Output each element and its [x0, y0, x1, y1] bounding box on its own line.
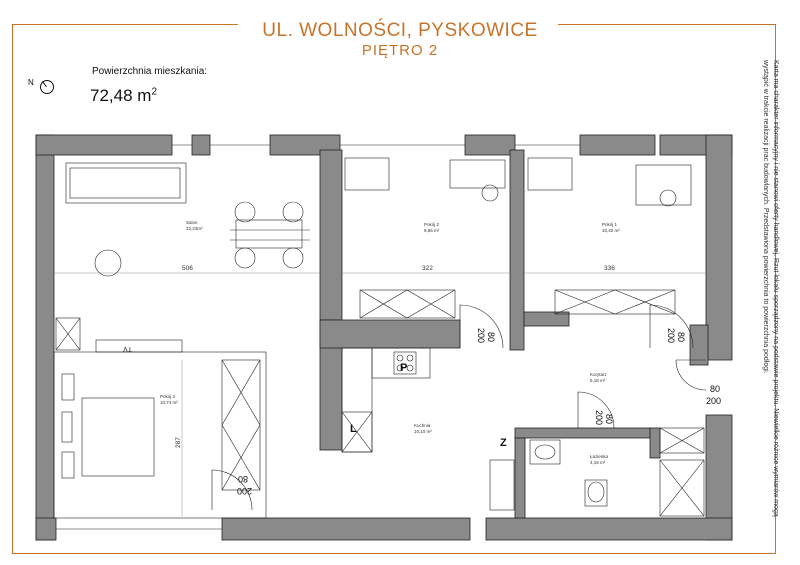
- dim-pokoj3: 287: [175, 437, 182, 448]
- title-gap: [238, 18, 558, 32]
- sofa: [65, 162, 187, 204]
- compass-icon: [40, 80, 54, 94]
- wall-lazienka-top: [514, 427, 651, 439]
- room-name-pokoj3: Pokój 3: [160, 394, 176, 399]
- pokoj1-wardrobe: [554, 289, 676, 315]
- wall-top-5: [579, 134, 656, 156]
- sofa-cushion: [69, 167, 181, 199]
- pokoj2-wardrobe: [359, 289, 456, 319]
- wall-pokoj1-bottom-left: [523, 311, 570, 327]
- door4-width: 80: [604, 414, 614, 424]
- plant: [94, 249, 122, 277]
- wall-pokoj2-pokoj1: [509, 149, 525, 351]
- door3-width: 80: [238, 474, 248, 484]
- room-area-kuchnia: 10,10 m²: [414, 429, 432, 434]
- wall-bottom-1: [35, 517, 57, 541]
- door2-width: 80: [676, 332, 686, 342]
- door5-height: 200: [706, 396, 721, 406]
- wall-bottom-3: [485, 517, 733, 541]
- door-entrance: [675, 359, 707, 391]
- chair-2: [282, 201, 304, 223]
- stove-symbol: P: [400, 362, 407, 374]
- room-area-pokoj2: 9,66 m²: [424, 228, 440, 233]
- wall-right-upper: [705, 134, 733, 361]
- sink: [529, 439, 561, 465]
- dim-pokoj2: 322: [422, 265, 433, 272]
- thin-lines: [53, 144, 707, 530]
- room-name-korytarz: Korytarz: [590, 372, 608, 377]
- korytarz-cabinet: [659, 427, 705, 454]
- door-pokoj3: [211, 469, 253, 511]
- salon-cabinet: [55, 317, 81, 351]
- area-label: Powierzchnia mieszkania:: [92, 66, 208, 77]
- toilet: [584, 479, 608, 507]
- room-name-pokoj2: Pokój 2: [424, 222, 440, 227]
- pokoj1-desk: [635, 164, 692, 206]
- kitchen-counter-left: [341, 347, 373, 453]
- wall-top-4: [464, 134, 516, 156]
- room-name-kuchnia: Kuchnia: [414, 423, 431, 428]
- pokoj3-bed: [81, 397, 155, 477]
- tv-symbol: TV: [123, 345, 132, 352]
- wall-bottom-2: [221, 517, 471, 541]
- appliance-symbols: TV P L Z: [123, 345, 507, 449]
- area-value: 72,48 m2: [90, 86, 157, 105]
- door1-height: 200: [476, 328, 486, 343]
- wall-pokoj1-bottom-right: [689, 324, 709, 366]
- pokoj2-bed: [344, 157, 390, 191]
- door5-width: 80: [710, 384, 720, 394]
- tv-unit: [95, 339, 183, 353]
- door-dimension-labels: 80 200 80 200 80 200 80 200 80 200: [237, 328, 721, 496]
- wall-top-1: [35, 134, 173, 156]
- door-lazienka: [577, 391, 615, 429]
- stove: [393, 351, 417, 375]
- dim-pokoj1: 336: [604, 265, 615, 272]
- wall-left: [35, 134, 55, 541]
- room-area-pokoj1: 10,40 m²: [602, 228, 620, 233]
- door-pokoj2: [459, 304, 504, 349]
- room-area-lazienka: 4,15 m²: [590, 460, 606, 465]
- wardrobe-corridor: [659, 459, 705, 517]
- door3-height: 200: [237, 486, 252, 496]
- wall-top-2: [191, 134, 211, 156]
- wall-kitchen-top: [319, 319, 461, 349]
- street-title: UL. WOLNOŚCI, PYSKOWICE: [262, 20, 538, 41]
- pokoj2-desk: [449, 159, 506, 189]
- compass-label: N: [28, 78, 34, 87]
- wall-lazienka-left: [514, 437, 526, 519]
- chair-1: [234, 201, 256, 223]
- dim-salon: 506: [182, 265, 193, 272]
- pokoj3-outline: [53, 351, 267, 519]
- walls: [35, 134, 733, 541]
- chair-4: [282, 247, 304, 269]
- bath-cabinet: [489, 459, 515, 511]
- pokoj1-bed: [527, 157, 573, 191]
- kitchen-counter-top: [371, 347, 431, 379]
- fridge-symbol: L: [350, 423, 357, 435]
- chair-3: [234, 247, 256, 269]
- door1-width: 80: [486, 332, 496, 342]
- wall-salon-pokoj2: [319, 149, 343, 321]
- room-name-salon: Salon: [186, 220, 198, 225]
- room-name-lazienka: Łazienka: [590, 454, 609, 459]
- room-area-pokoj3: 10,74 m²: [160, 400, 178, 405]
- dimension-labels: 506 322 336 287: [175, 265, 615, 448]
- floor-title: PIĘTRO 2: [361, 42, 439, 59]
- door2-height: 200: [666, 328, 676, 343]
- room-area-salon: 22,23m²: [186, 226, 203, 231]
- room-area-korytarz: 5,16 m²: [590, 378, 606, 383]
- door-pokoj1: [649, 304, 694, 349]
- door4-height: 200: [594, 410, 604, 425]
- room-name-pokoj1: Pokój 1: [602, 222, 618, 227]
- wall-lazienka-right: [649, 427, 661, 459]
- room-labels: Salon 22,23m² Pokój 2 9,66 m² Pokój 1 10…: [160, 220, 620, 465]
- pokoj3-wardrobe: [221, 359, 261, 491]
- washer-symbol: Z: [500, 437, 507, 449]
